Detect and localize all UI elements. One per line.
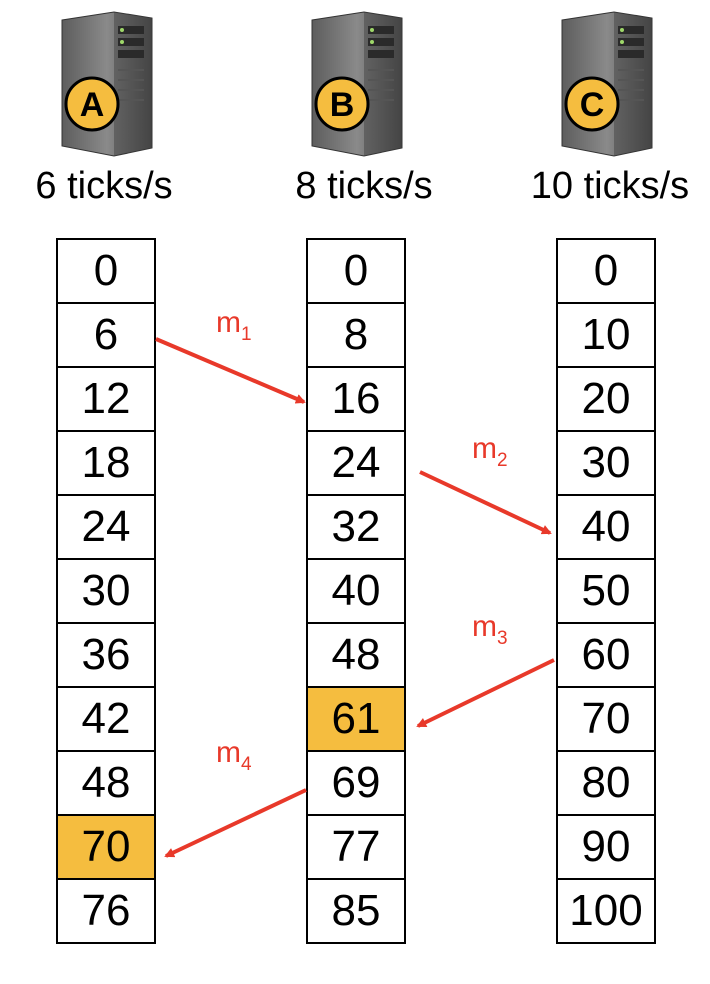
tick-cell: 70	[558, 688, 654, 752]
server-letter: C	[580, 86, 605, 124]
tick-cell: 0	[308, 240, 404, 304]
tick-cell: 10	[558, 304, 654, 368]
tick-cell: 30	[558, 432, 654, 496]
arrow-m1	[155, 337, 306, 404]
server-node-b: B	[302, 8, 412, 158]
tick-cell: 61	[308, 688, 404, 752]
tick-cell: 16	[308, 368, 404, 432]
tick-cell: 8	[308, 304, 404, 368]
tick-cell: 85	[308, 880, 404, 944]
tick-cell: 80	[558, 752, 654, 816]
message-label-m4: m4	[216, 736, 252, 775]
rate-label-b: 8 ticks/s	[295, 165, 433, 207]
tick-cell: 0	[58, 240, 154, 304]
tick-cell: 48	[308, 624, 404, 688]
server-node-a: A	[52, 8, 162, 158]
tick-cell: 12	[58, 368, 154, 432]
rate-label-c: 10 ticks/s	[530, 165, 690, 207]
server-letter: A	[80, 86, 105, 124]
server-letter: B	[330, 86, 355, 124]
server-tower-icon: C	[561, 11, 653, 157]
tick-cell: 0	[558, 240, 654, 304]
message-label-m3: m3	[472, 610, 508, 649]
tick-cell: 70	[58, 816, 154, 880]
tick-cell: 18	[58, 432, 154, 496]
message-label-m2: m2	[472, 432, 508, 471]
tick-cell: 36	[58, 624, 154, 688]
arrow-m3	[416, 658, 555, 728]
tick-cell: 40	[558, 496, 654, 560]
tick-cell: 69	[308, 752, 404, 816]
tick-cell: 60	[558, 624, 654, 688]
tick-cell: 50	[558, 560, 654, 624]
tick-cell: 32	[308, 496, 404, 560]
rate-label-a: 6 ticks/s	[35, 165, 173, 207]
arrow-m2	[419, 470, 552, 535]
tick-cell: 100	[558, 880, 654, 944]
tick-cell: 40	[308, 560, 404, 624]
tick-cell: 48	[58, 752, 154, 816]
server-tower-icon: A	[61, 11, 153, 157]
message-label-m1: m1	[216, 306, 252, 345]
tick-cell: 6	[58, 304, 154, 368]
tick-cell: 90	[558, 816, 654, 880]
tick-cell: 20	[558, 368, 654, 432]
tick-cell: 30	[58, 560, 154, 624]
tick-cell: 77	[308, 816, 404, 880]
tick-cell: 24	[58, 496, 154, 560]
tick-cell: 42	[58, 688, 154, 752]
tick-cell: 24	[308, 432, 404, 496]
server-node-c: C	[552, 8, 662, 158]
tick-cell: 76	[58, 880, 154, 944]
arrow-m4	[164, 788, 307, 858]
server-tower-icon: B	[311, 11, 403, 157]
